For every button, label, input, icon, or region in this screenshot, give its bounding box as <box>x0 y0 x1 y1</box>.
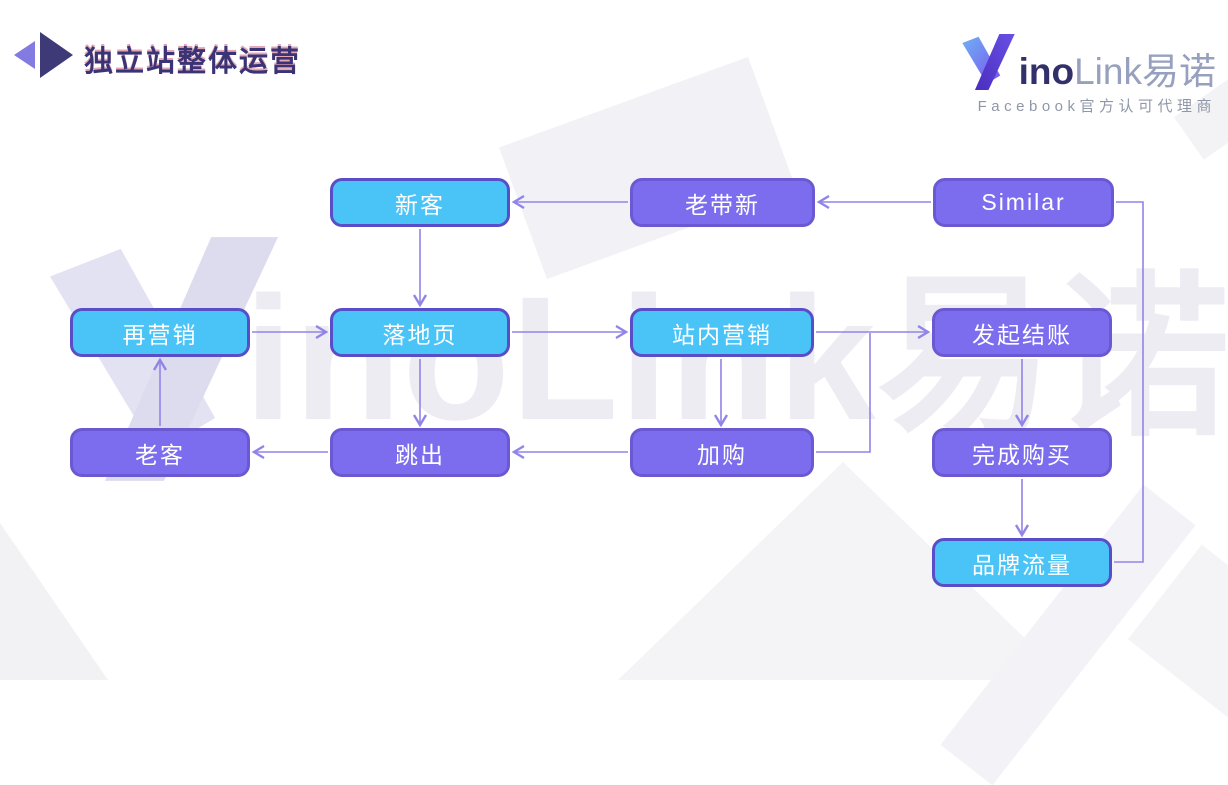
page-title: 独立站整体运营 <box>84 46 302 78</box>
edge-pinpai-to-similar <box>1114 201 1144 563</box>
node-wanchenggoumai: 完成购买 <box>932 428 1112 477</box>
node-pinpailiuliang: 品牌流量 <box>932 538 1112 587</box>
node-faqijiezhang: 发起结账 <box>932 308 1112 357</box>
node-luodiye: 落地页 <box>330 308 510 357</box>
node-zhanneiyingxiao: 站内营销 <box>630 308 814 357</box>
flowchart-edges <box>152 194 1144 563</box>
brand-name-light: Link易诺 <box>1074 51 1216 92</box>
node-similar: Similar <box>933 178 1114 227</box>
node-tiaochu: 跳出 <box>330 428 510 477</box>
brand-logo: ino Link易诺 Facebook官方认可代理商 <box>944 34 1216 116</box>
brand-watermark-text: inoLink易诺 <box>244 261 1228 457</box>
title-accent-right-triangle-icon <box>40 32 73 78</box>
header: 独立站整体运营 ino Link易诺 Faceb <box>0 0 1228 120</box>
flowchart: 新客 老带新 Similar 再营销 落地页 站内营销 发起结账老客 跳出 加购 完成购买品牌流量 <box>70 178 1114 587</box>
node-xinke: 新客 <box>330 178 510 227</box>
edge-jiagou-join-checkout-line <box>816 333 871 453</box>
brand-logo-icon <box>961 34 1015 90</box>
node-jiagou: 加购 <box>630 428 814 477</box>
node-zaiyingxiao: 再营销 <box>70 308 250 357</box>
node-laodaixin: 老带新 <box>630 178 815 227</box>
brand-name-bold: ino <box>1018 51 1075 92</box>
background-shape-bottom-left <box>0 523 108 680</box>
brand-logo-row: ino Link易诺 <box>944 34 1216 90</box>
node-laoke: 老客 <box>70 428 250 477</box>
title-accent-left-triangle-icon <box>14 41 35 69</box>
brand-subtitle: Facebook官方认可代理商 <box>977 98 1216 115</box>
